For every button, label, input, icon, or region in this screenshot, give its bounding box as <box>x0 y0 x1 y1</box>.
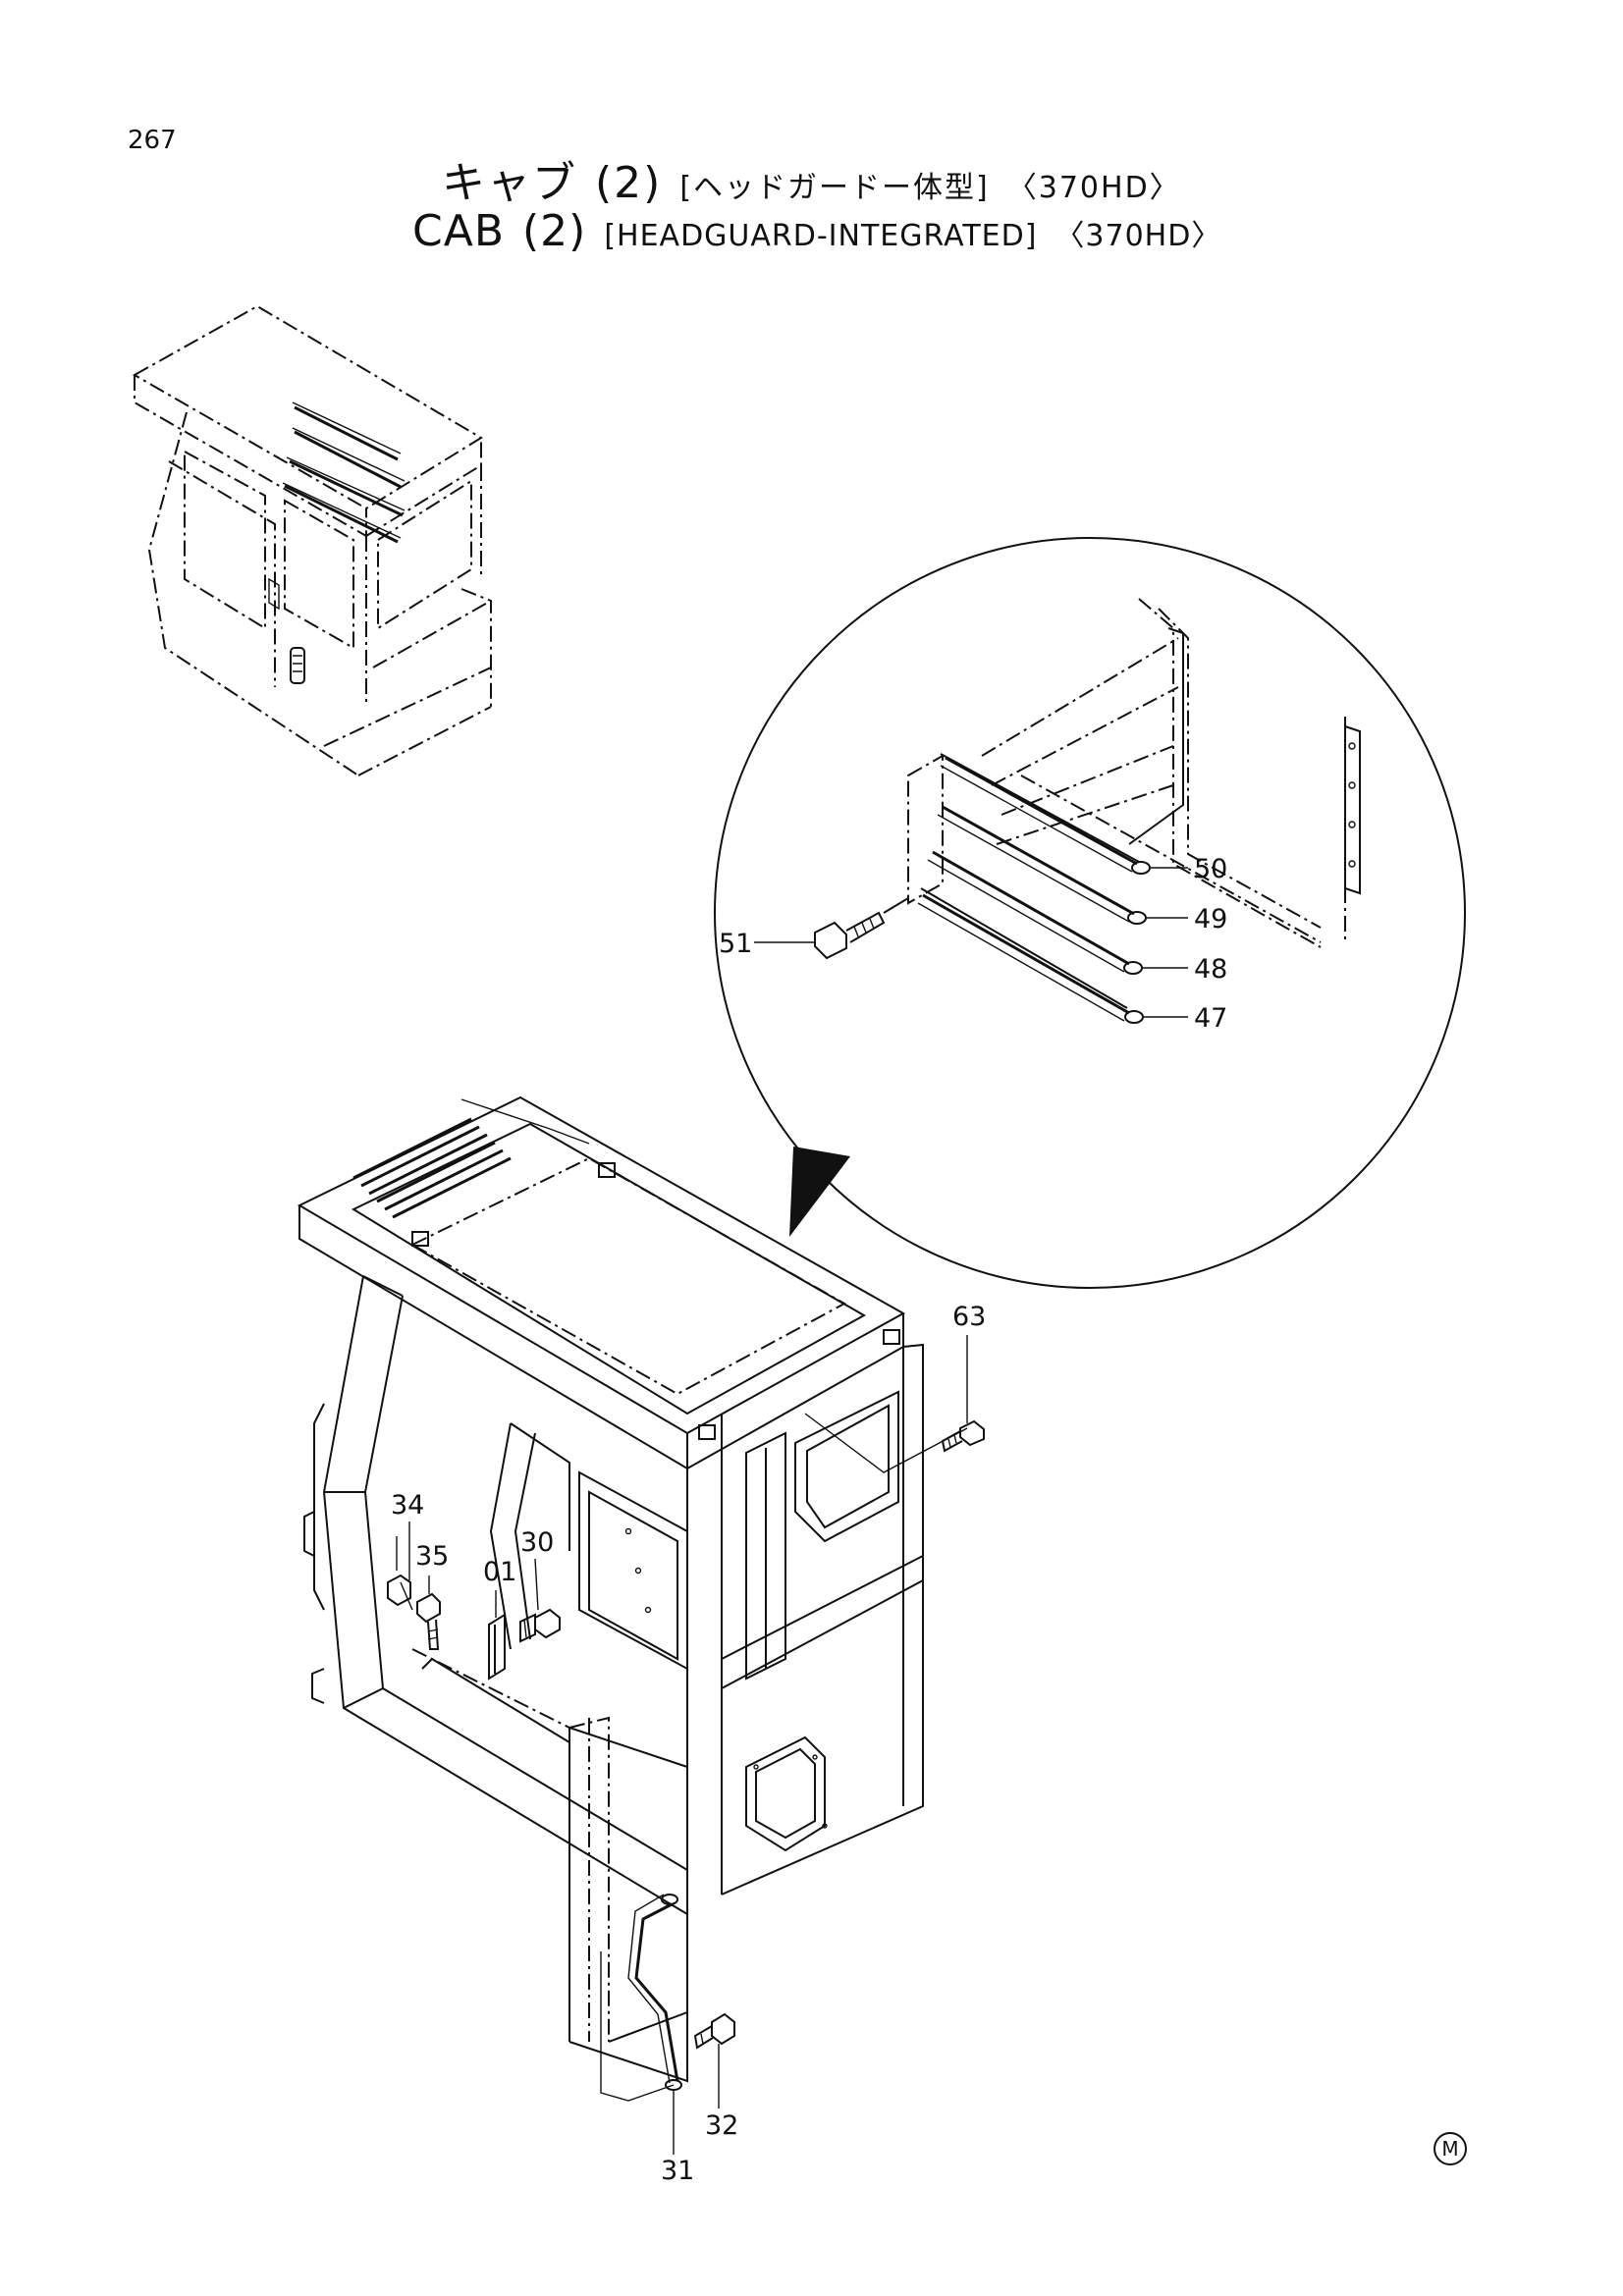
callout-48: 48 <box>1194 954 1228 985</box>
small-cab-overview <box>132 304 492 776</box>
small-parts <box>387 1522 561 1681</box>
callout-30: 30 <box>520 1527 555 1558</box>
rod-set <box>917 753 1151 1024</box>
callout-35: 35 <box>415 1541 450 1572</box>
callout-49: 49 <box>1194 904 1228 934</box>
large-cab <box>297 1095 968 2083</box>
title-jp-model: 〈370HD〉 <box>1006 171 1181 205</box>
title-en-bracket: [HEADGUARD-INTEGRATED] <box>604 219 1038 253</box>
title-japanese: キャブ (2) [ヘッドガードー体型] 〈370HD〉 <box>442 147 1181 210</box>
title-en-num: (2) <box>522 206 587 256</box>
callout-32: 32 <box>705 2110 739 2141</box>
callout-34: 34 <box>391 1490 425 1521</box>
callout-63: 63 <box>952 1302 987 1332</box>
callout-47: 47 <box>1194 1003 1228 1034</box>
title-jp-main: キャブ <box>442 158 577 208</box>
callout-01: 01 <box>483 1557 517 1587</box>
title-english: CAB (2) [HEADGUARD-INTEGRATED] 〈370HD〉 <box>412 206 1221 256</box>
title-jp-num: (2) <box>595 158 663 208</box>
callout-31: 31 <box>661 2156 695 2186</box>
title-en-main: CAB <box>412 206 506 256</box>
title-en-model: 〈370HD〉 <box>1055 219 1222 253</box>
bolt-63 <box>941 1419 985 1453</box>
callout-50: 50 <box>1194 854 1228 884</box>
page-number: 267 <box>128 126 177 155</box>
title-jp-bracket: [ヘッドガードー体型] <box>679 171 990 205</box>
circled-m-mark: M <box>1434 2132 1467 2165</box>
bolt-51 <box>814 897 909 960</box>
detail-circle <box>714 537 1466 1289</box>
tube-and-bolt <box>600 1894 735 2155</box>
callout-51: 51 <box>719 929 753 959</box>
